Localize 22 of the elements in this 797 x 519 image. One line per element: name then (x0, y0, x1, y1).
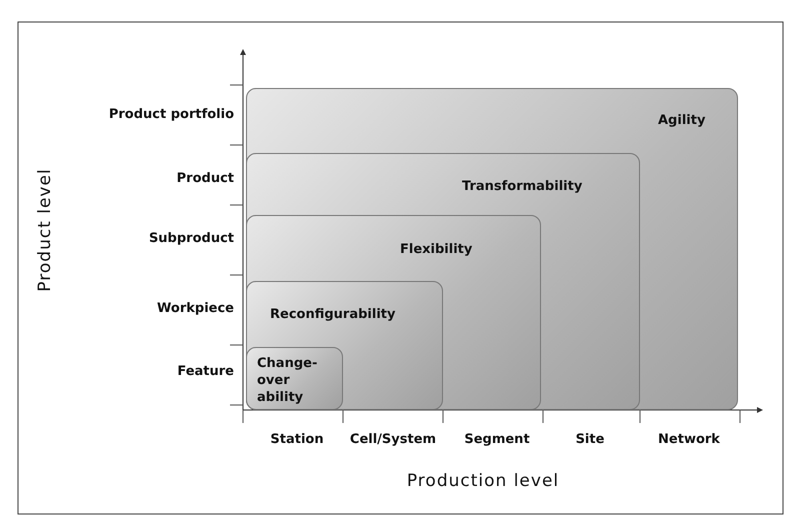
y-axis-title: Product level (35, 168, 55, 292)
region-label: Flexibility (400, 242, 472, 257)
y-axis-label: Workpiece (157, 301, 234, 316)
x-axis-label: Site (576, 432, 604, 447)
region-label: Agility (658, 113, 706, 128)
y-axis-label: Feature (177, 364, 234, 379)
capability-region (246, 215, 541, 410)
x-axis-label: Network (658, 432, 720, 447)
y-axis-label: Product (176, 171, 234, 186)
x-axis-label: Cell/System (350, 432, 436, 447)
capability-region (246, 88, 738, 410)
capability-region (246, 281, 443, 410)
x-axis-label: Station (270, 432, 324, 447)
capability-region (246, 347, 343, 410)
capability-region (246, 153, 640, 410)
x-axis-title: Production level (406, 471, 560, 491)
x-axis-label: Segment (464, 432, 530, 447)
region-label: Change- over ability (257, 355, 318, 406)
y-axis-label: Product portfolio (108, 107, 234, 122)
y-axis-label: Subproduct (148, 231, 234, 246)
region-label: Transformability (462, 179, 582, 194)
region-label: Reconfigurability (270, 307, 396, 322)
